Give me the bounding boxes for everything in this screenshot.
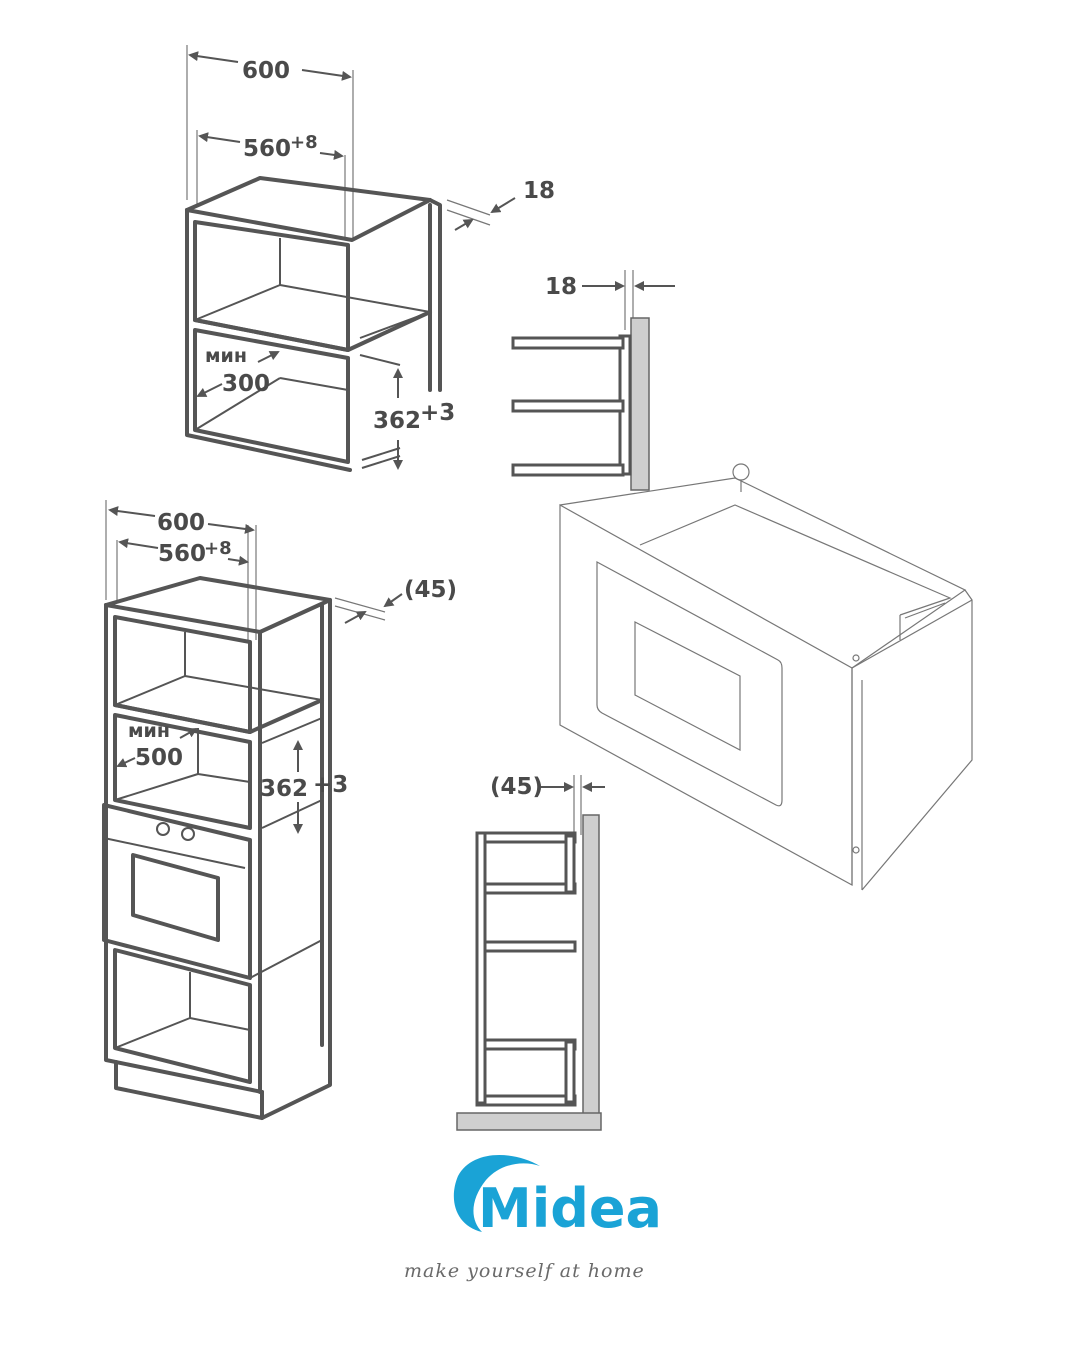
brand-name: Midea [478, 1177, 662, 1240]
top-cabinet-drawing [185, 45, 442, 472]
top-min-depth-dimension: мин 300 [196, 345, 280, 397]
top-panel-thickness-dimension: 18 [446, 178, 555, 231]
top-panel-thickness: 18 [523, 178, 555, 204]
bracket-gap: (45) [490, 774, 543, 800]
tall-min-label: мин [128, 720, 170, 742]
tall-gap-dimension: (45) [334, 577, 457, 624]
tall-height-tol: +3 [313, 772, 348, 798]
midea-swoosh-icon [453, 1155, 540, 1232]
tall-width-total: 600 [157, 510, 205, 536]
top-width-inner-dimension: 560 +8 [198, 132, 344, 162]
top-min-depth: 300 [222, 371, 270, 397]
top-width-total-dimension: 600 [188, 51, 352, 84]
tall-cabinet-drawing [102, 500, 332, 1120]
tall-height-dimension: 362 +3 [260, 740, 348, 834]
tall-height: 362 [260, 776, 308, 802]
tall-width-total-dimension: 600 [108, 506, 255, 536]
top-height-tol: +3 [420, 400, 455, 426]
bottom-side-bracket: (45) [456, 774, 605, 1131]
bracket-thickness: 18 [545, 274, 577, 300]
top-side-bracket: 18 [511, 270, 675, 491]
top-width-total: 600 [242, 58, 290, 84]
top-height: 362 [373, 408, 421, 434]
tall-width-inner-dimension: 560 +8 [118, 538, 249, 567]
brand-slogan: make yourself at home [404, 1260, 645, 1282]
top-min-label: мин [205, 345, 247, 367]
top-height-dimension: 362 +3 [373, 368, 455, 470]
tall-width-inner: 560 [158, 541, 206, 567]
tall-min-depth: 500 [135, 745, 183, 771]
tall-gap: (45) [404, 577, 457, 603]
top-width-inner: 560 [243, 136, 291, 162]
tall-width-inner-tol: +8 [204, 538, 232, 559]
midea-logo: Midea make yourself at home [404, 1155, 662, 1282]
microwave-drawing [559, 463, 973, 891]
top-width-inner-tol: +8 [290, 132, 318, 153]
tall-min-depth-dimension: мин 500 [116, 720, 198, 771]
